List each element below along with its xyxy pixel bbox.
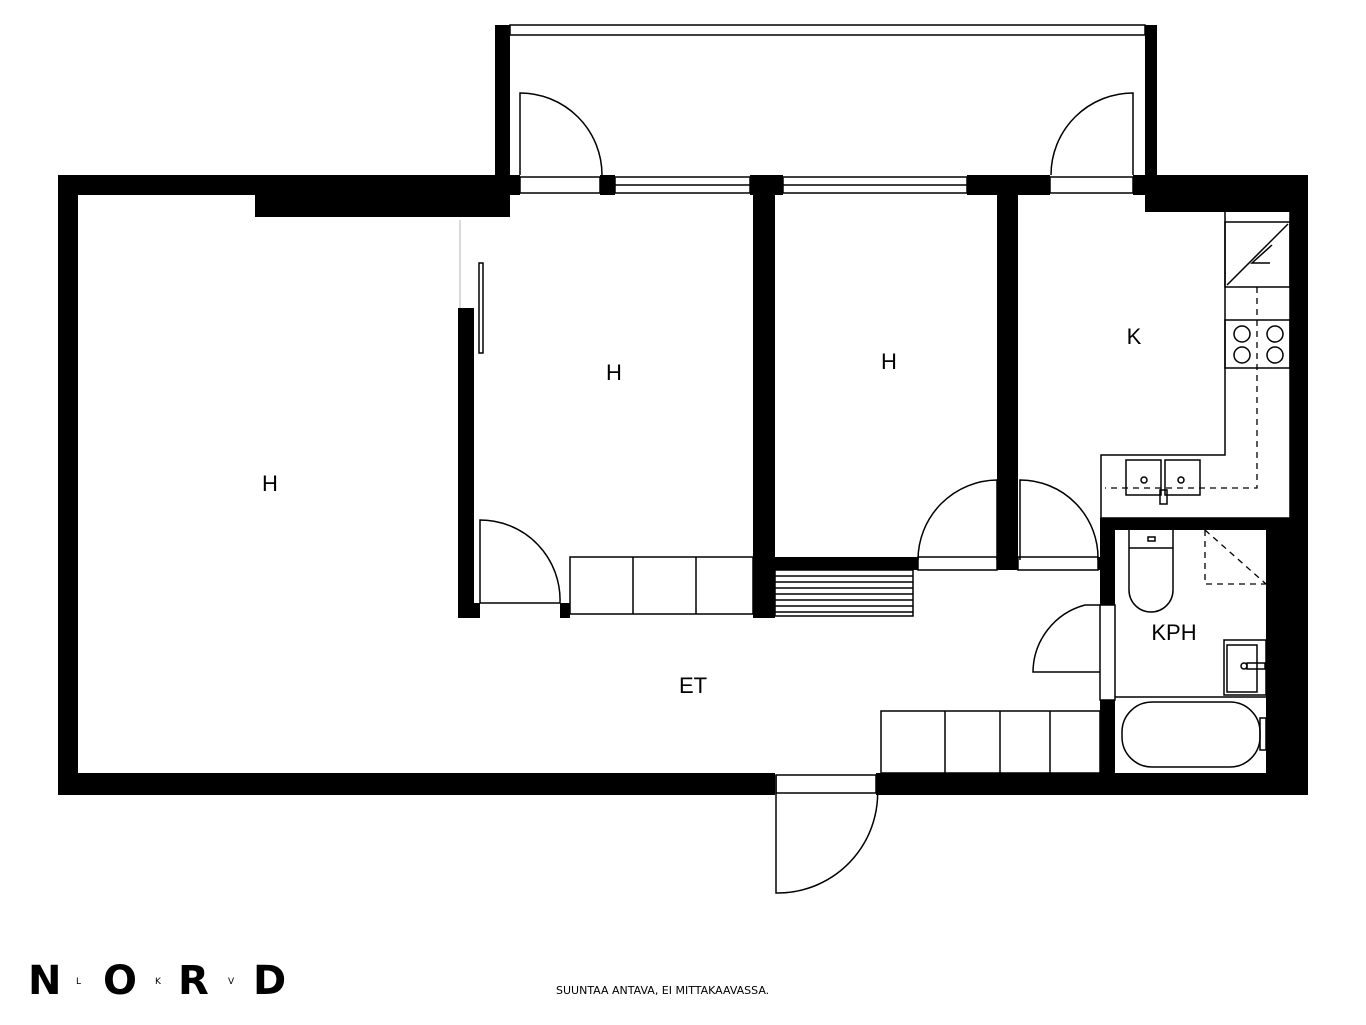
wardrobes <box>569 556 1101 774</box>
room-label-kitchen: K <box>1127 324 1142 349</box>
room-label-hall: ET <box>679 673 707 698</box>
svg-text:L: L <box>76 977 81 987</box>
svg-text:O: O <box>103 958 137 1004</box>
doors <box>459 92 1134 894</box>
svg-text:N: N <box>28 958 61 1004</box>
walls <box>58 175 1308 795</box>
room-label-bedroom-1: H <box>606 360 622 385</box>
svg-text:R: R <box>178 958 209 1004</box>
kitchen-fixtures <box>1100 212 1291 519</box>
balcony <box>495 24 1157 210</box>
windows <box>519 176 1134 194</box>
room-label-bathroom: KPH <box>1151 620 1196 645</box>
room-label-bedroom-2: H <box>881 349 897 374</box>
svg-text:V: V <box>228 977 235 987</box>
nord-lkv-logo: N L O K R V D <box>28 958 286 1004</box>
svg-text:K: K <box>155 977 162 987</box>
svg-text:D: D <box>253 958 286 1004</box>
stairs-grille <box>774 569 914 617</box>
room-label-living: H <box>262 471 278 496</box>
scale-disclaimer: SUUNTAA ANTAVA, EI MITTAKAAVASSA. <box>556 984 769 997</box>
bathroom-fixtures <box>1115 529 1267 768</box>
